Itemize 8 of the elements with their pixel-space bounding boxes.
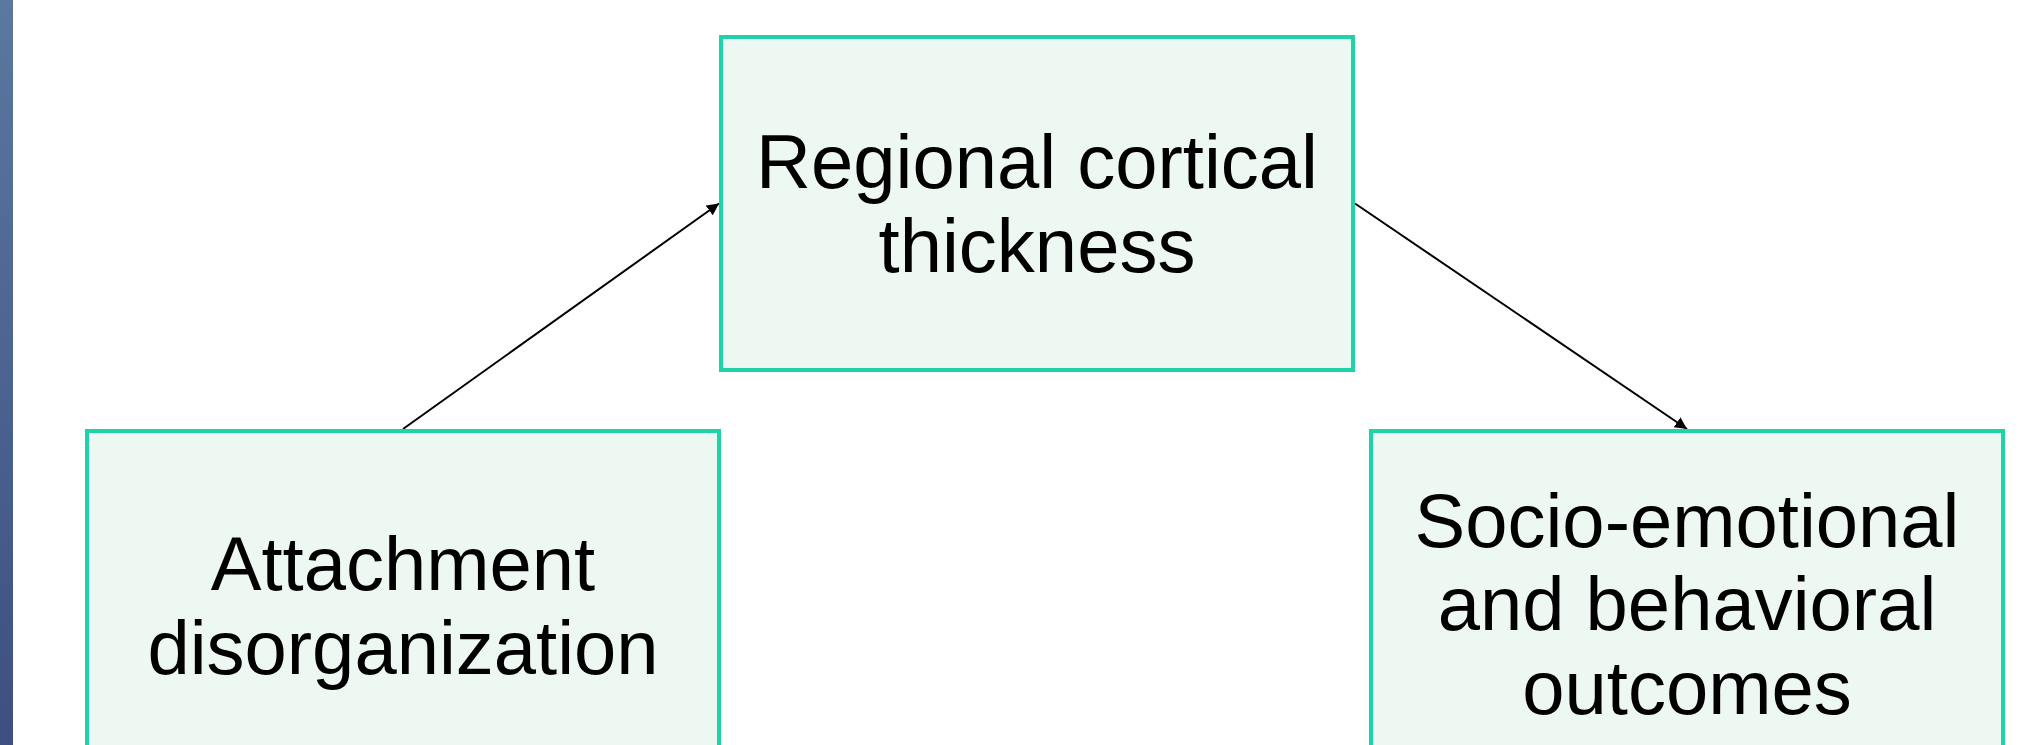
- box-label: Attachment disorganization: [146, 522, 660, 690]
- box-label: Regional cortical thickness: [755, 119, 1319, 288]
- concept-box: [1369, 429, 2005, 745]
- concept-box: [85, 429, 721, 745]
- arrow: [402, 202, 720, 430]
- concept-box: [719, 35, 1355, 372]
- box-label: Socio-emotional and behavioral outcomes: [1413, 478, 1961, 730]
- arrow: [1354, 202, 1688, 430]
